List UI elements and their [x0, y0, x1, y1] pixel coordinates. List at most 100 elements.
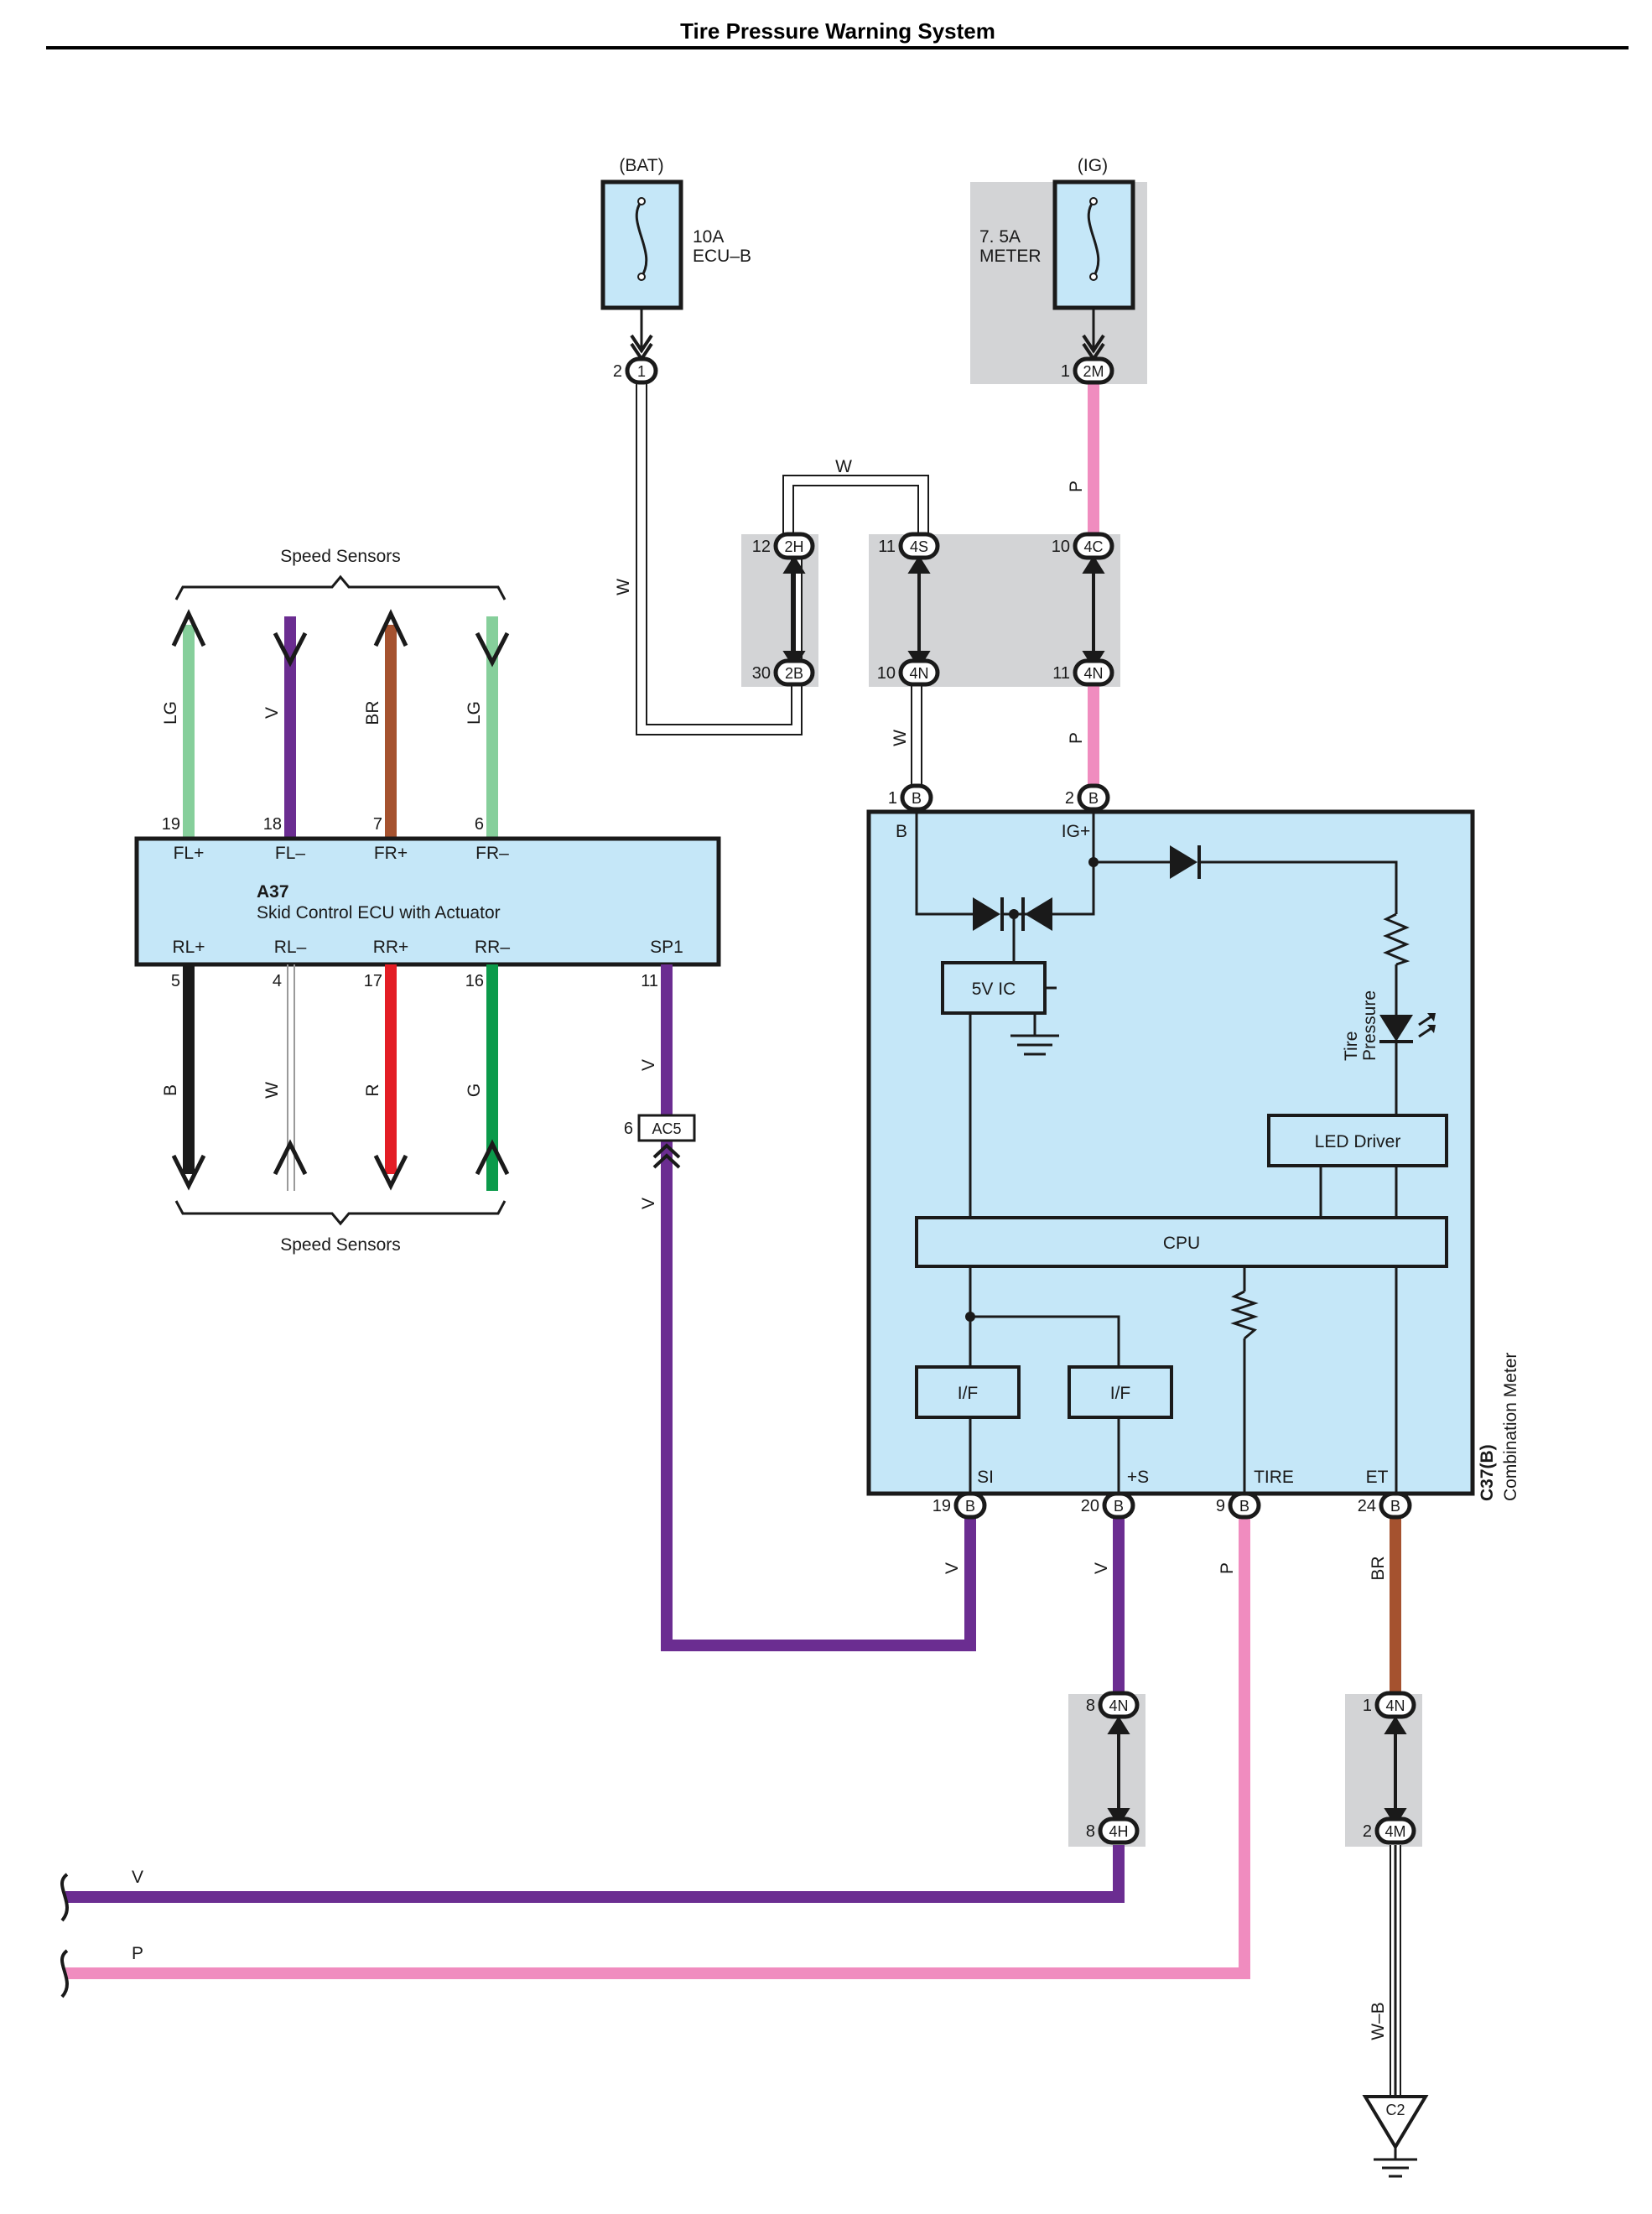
connector-code: 4H [1109, 1823, 1128, 1840]
connector-code: 1 [637, 363, 646, 380]
connector-ac5 [637, 1114, 696, 1142]
ig-supply-label: (IG) [1078, 156, 1108, 175]
wire-label-w: W [891, 730, 910, 746]
connector-pin: 11 [1052, 664, 1070, 683]
svg-text:B: B [896, 822, 907, 841]
connector-pin: 8 [1086, 1822, 1095, 1841]
sensor-arrow-icons [171, 1139, 510, 1191]
connector-pin: 1 [1363, 1697, 1372, 1715]
ground-triangle-icon [1362, 2095, 1429, 2150]
wire-label-lg: LG [161, 701, 180, 725]
wire-label-w: W [835, 457, 852, 476]
svg-text:FR+: FR+ [374, 844, 408, 863]
led-icon [1379, 1013, 1436, 1043]
connector-pin: 19 [932, 1497, 951, 1515]
wire-break-icon [60, 1873, 69, 1922]
connector-j4h: 4H 8 [1086, 1816, 1140, 1845]
connector-code: 2M [1083, 363, 1104, 380]
connector-si: B19 [932, 1491, 987, 1520]
svg-text:I/F: I/F [1110, 1384, 1131, 1403]
svg-text:AC5: AC5 [652, 1120, 681, 1137]
connector-pin: 1 [888, 789, 897, 808]
svg-text:RR+: RR+ [373, 938, 409, 957]
wire-label-p: P [1067, 481, 1086, 492]
wire-break-icon [60, 1949, 69, 1998]
ground-code: C2 [1385, 2102, 1405, 2118]
connector-j4n-p: 4N 11 [1052, 658, 1114, 687]
svg-text:FL+: FL+ [174, 844, 205, 863]
connector-code: B [1114, 1498, 1124, 1515]
svg-text:6: 6 [624, 1120, 633, 1138]
if-box-2 [1068, 1365, 1173, 1419]
connector-j4c: 4C 10 [1052, 532, 1114, 560]
connector-bat-out: 12 [613, 356, 658, 385]
connector-code: B [912, 790, 922, 807]
svg-text:Tire: Tire [1342, 1032, 1361, 1061]
speed-sensors-top: Speed Sensors [280, 547, 401, 566]
connector-code: 4N [1109, 1697, 1128, 1714]
svg-text:V: V [132, 1868, 143, 1887]
wire-v-plus-s: V V [60, 1518, 1125, 1922]
svg-text:I/F: I/F [958, 1384, 979, 1403]
svg-text:RR–: RR– [475, 938, 510, 957]
svg-text:CPU: CPU [1163, 1234, 1200, 1253]
fuse-ecu-b: (BAT) 10A ECU–B [600, 156, 751, 310]
svg-text:P: P [132, 1944, 143, 1963]
svg-text:11: 11 [641, 972, 658, 990]
ecu-name: Skid Control ECU with Actuator [257, 903, 501, 922]
connector-code: 4M [1384, 1823, 1405, 1840]
wire-label-w: W [262, 1082, 282, 1099]
connector-pin: 8 [1086, 1697, 1095, 1715]
svg-text:17: 17 [364, 972, 382, 990]
connector-code: 4N [909, 665, 928, 682]
svg-text:6: 6 [475, 815, 484, 834]
svg-text:W–B: W–B [1369, 2002, 1388, 2040]
fuse-meter: (IG) 7. 5A METER [979, 156, 1135, 310]
bat-supply-label: (BAT) [619, 156, 663, 175]
connector-tire: B9 [1216, 1491, 1261, 1520]
if-box-1 [915, 1365, 1021, 1419]
page-title: Tire Pressure Warning System [680, 18, 995, 44]
wire-label-r: R [363, 1084, 382, 1096]
diode-icons [965, 845, 1201, 1322]
sensor-arrow-icons [171, 609, 510, 668]
wire-w-bat: W W W [614, 308, 929, 788]
svg-text:SI: SI [977, 1468, 994, 1487]
svg-text:BR: BR [1369, 1556, 1388, 1580]
connector-pin: 2 [1363, 1822, 1372, 1841]
svg-text:P: P [1218, 1562, 1237, 1574]
connector-pin: 11 [878, 538, 896, 556]
wire-label-br: BR [363, 700, 382, 725]
connector-j4n-v: 4N 8 [1086, 1691, 1140, 1719]
connector-code: 4N [1083, 665, 1103, 682]
connector-pin: 20 [1081, 1497, 1099, 1515]
fuse-symbol-icon [635, 200, 648, 278]
svg-text:Pressure: Pressure [1360, 990, 1379, 1061]
connector-pin: 24 [1358, 1497, 1376, 1515]
connector-pin: 10 [1052, 538, 1070, 556]
svg-text:18: 18 [263, 815, 282, 834]
connector-code: 2B [785, 665, 803, 682]
connector-ig-out: 2M 1 [1061, 356, 1114, 385]
svg-text:LED Driver: LED Driver [1315, 1132, 1401, 1151]
connector-pin: 2 [613, 362, 622, 381]
svg-text:SP1: SP1 [650, 938, 683, 957]
svg-text:FR–: FR– [475, 844, 509, 863]
svg-text:V: V [639, 1198, 658, 1209]
connector-code: 2H [784, 538, 803, 555]
svg-text:ET: ET [1366, 1468, 1389, 1487]
wire-v-sp1-si: AC5 6 V V V [624, 964, 976, 1651]
brace-top-icon [174, 574, 507, 600]
connector-plus-s: B 20 [1081, 1491, 1135, 1520]
connector-pin: 1 [1061, 362, 1070, 381]
wire-wb-ground: W–B C2 [1362, 1845, 1429, 2178]
cpu-box [915, 1216, 1448, 1268]
connector-j4n-br: 4N1 [1363, 1691, 1416, 1719]
svg-text:5: 5 [171, 972, 180, 990]
wire-label-p: P [1067, 732, 1086, 744]
svg-text:16: 16 [465, 972, 484, 990]
connector-code: 4C [1083, 538, 1103, 555]
